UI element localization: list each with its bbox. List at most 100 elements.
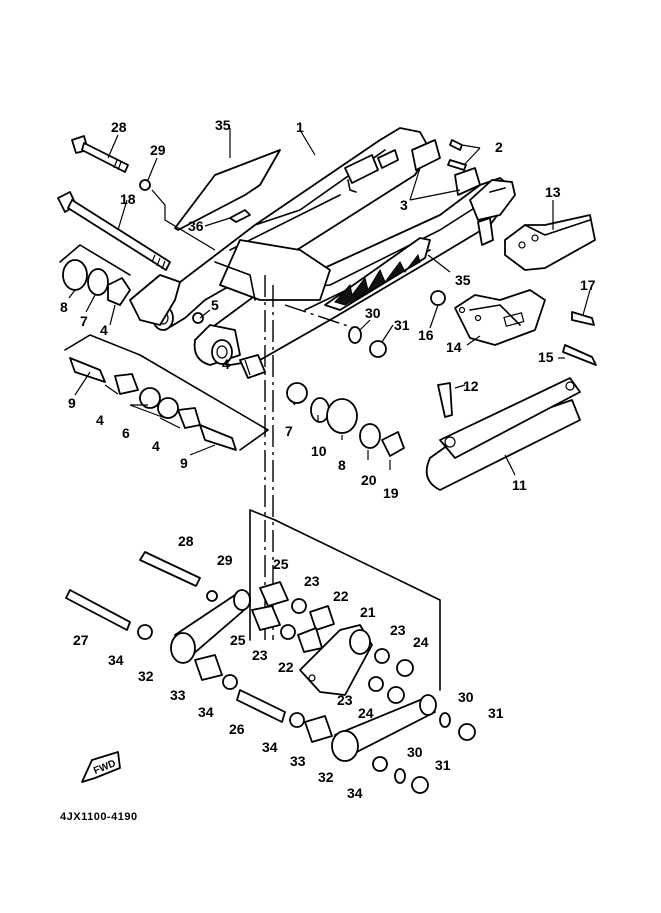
callout-28: 28 bbox=[111, 119, 127, 135]
callout-20: 20 bbox=[361, 472, 377, 488]
callout-34-b: 34 bbox=[198, 704, 214, 720]
callout-16: 16 bbox=[418, 327, 434, 343]
callout-25-b: 25 bbox=[230, 632, 246, 648]
relay-arm-21 bbox=[299, 624, 373, 696]
chain-slider-13 bbox=[504, 214, 596, 271]
washer-34-a bbox=[137, 624, 153, 640]
callout-32-upper: 32 bbox=[138, 668, 154, 684]
callout-21: 21 bbox=[360, 604, 376, 620]
collar-25-b bbox=[251, 605, 281, 631]
callout-31-a: 31 bbox=[488, 705, 504, 721]
connecting-rod-32-upper bbox=[170, 589, 251, 664]
callout-34-c: 34 bbox=[262, 739, 278, 755]
washer-30-upper bbox=[348, 326, 362, 344]
guide-line bbox=[59, 244, 131, 276]
seal-7-center bbox=[286, 382, 308, 404]
collar-33-b bbox=[304, 715, 333, 743]
callout-32-lower: 32 bbox=[318, 769, 334, 785]
nut-31-b bbox=[411, 776, 429, 794]
pivot-shaft-18 bbox=[57, 191, 171, 271]
bearing-6-b bbox=[157, 397, 179, 419]
sticker-upper bbox=[174, 149, 281, 231]
relay-arm-11 bbox=[425, 377, 581, 491]
callout-23-a: 23 bbox=[304, 573, 320, 589]
plate-36 bbox=[229, 209, 251, 223]
callout-17: 17 bbox=[580, 277, 596, 293]
bolt-15 bbox=[562, 344, 597, 366]
callout-2: 2 bbox=[495, 139, 503, 155]
seal-23-d bbox=[368, 676, 384, 692]
callout-13: 13 bbox=[545, 184, 561, 200]
nut-31-a bbox=[458, 723, 476, 741]
callout-35-decal: 35 bbox=[455, 272, 471, 288]
bushing-4-center bbox=[239, 354, 266, 379]
bushing-4-b bbox=[177, 407, 201, 429]
callout-19: 19 bbox=[383, 485, 399, 501]
callout-24-b: 24 bbox=[358, 705, 374, 721]
callout-25-a: 25 bbox=[273, 556, 289, 572]
callout-5: 5 bbox=[211, 297, 219, 313]
bushing-24-b bbox=[387, 686, 405, 704]
seal-8-left bbox=[62, 259, 88, 291]
callout-34-d: 34 bbox=[347, 785, 363, 801]
washer-29-top bbox=[139, 179, 151, 191]
plates-3 bbox=[412, 140, 481, 196]
callout-27: 27 bbox=[73, 632, 89, 648]
callout-7: 7 bbox=[80, 313, 88, 329]
callout-4-a: 4 bbox=[96, 412, 104, 428]
callout-10: 10 bbox=[311, 443, 327, 459]
washer-34-c bbox=[289, 712, 305, 728]
seal-23-c bbox=[374, 648, 390, 664]
forward-direction-arrow: FWD bbox=[81, 751, 121, 783]
callout-35: 35 bbox=[215, 117, 231, 133]
callout-36: 36 bbox=[188, 218, 204, 234]
callout-7-center: 7 bbox=[285, 423, 293, 439]
callout-12: 12 bbox=[463, 378, 479, 394]
bolts-2 bbox=[447, 139, 467, 171]
nut-31-upper bbox=[369, 340, 387, 358]
collar-26 bbox=[236, 689, 286, 723]
callout-29: 29 bbox=[150, 142, 166, 158]
callout-23-c: 23 bbox=[390, 622, 406, 638]
bolt-28-top bbox=[71, 135, 129, 173]
collar-9-left bbox=[69, 357, 106, 383]
bearing-6-a bbox=[139, 387, 161, 409]
washer-29-lower bbox=[206, 590, 218, 602]
washer-34-d bbox=[372, 756, 388, 772]
seal-23-b bbox=[280, 624, 296, 640]
decal-swingarm bbox=[324, 237, 431, 311]
callout-33-b: 33 bbox=[290, 753, 306, 769]
collar-33-a bbox=[194, 654, 223, 681]
bolt-12 bbox=[437, 382, 453, 418]
callout-22-b: 22 bbox=[278, 659, 294, 675]
callout-29-lower: 29 bbox=[217, 552, 233, 568]
bolt-27 bbox=[65, 589, 131, 631]
bushing-8-center bbox=[326, 398, 358, 434]
bushing-24-a bbox=[396, 659, 414, 677]
collar-25-a bbox=[259, 581, 289, 607]
guide-line-lower bbox=[64, 334, 269, 451]
callout-23-d: 23 bbox=[337, 692, 353, 708]
callout-8: 8 bbox=[60, 299, 68, 315]
callout-30-b: 30 bbox=[407, 744, 423, 760]
callout-1: 1 bbox=[296, 119, 304, 135]
bushing-4-a bbox=[114, 373, 139, 395]
callout-31: 31 bbox=[394, 317, 410, 333]
callout-18: 18 bbox=[120, 191, 136, 207]
bushing-22-a bbox=[309, 605, 335, 631]
washer-30-b bbox=[394, 768, 406, 784]
washer-20 bbox=[359, 423, 381, 449]
linkage-guide bbox=[249, 509, 441, 691]
callout-30: 30 bbox=[365, 305, 381, 321]
callout-8-center: 8 bbox=[338, 457, 346, 473]
seal-7-left bbox=[87, 268, 109, 296]
bushing-4-left bbox=[107, 277, 131, 306]
washer-30-a bbox=[439, 712, 451, 728]
collar-5 bbox=[192, 312, 204, 324]
bolt-17 bbox=[571, 311, 595, 326]
callout-9-right: 9 bbox=[180, 455, 188, 471]
callout-9-left: 9 bbox=[68, 395, 76, 411]
callout-labels: 28 29 35 1 2 3 13 18 36 35 17 30 31 16 1… bbox=[60, 117, 596, 801]
callout-15: 15 bbox=[538, 349, 554, 365]
